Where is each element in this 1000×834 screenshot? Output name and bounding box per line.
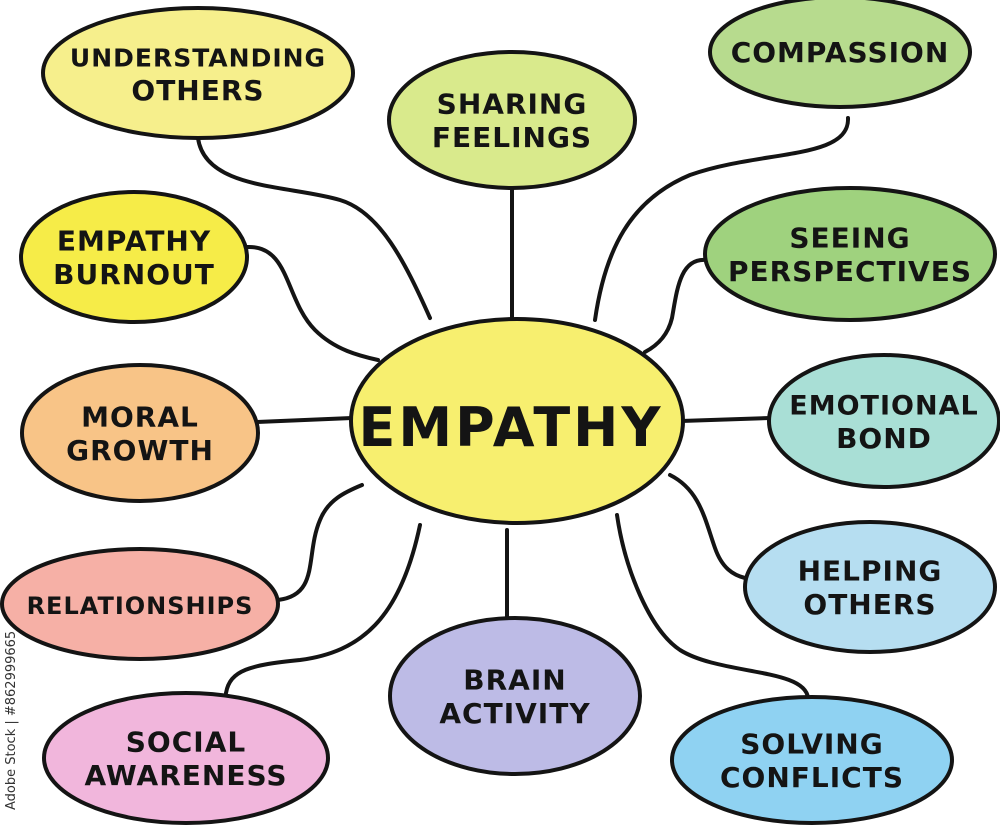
label-sharing-feelings-line-1: SHARING <box>437 87 588 120</box>
bubble-sharing-feelings <box>387 50 637 190</box>
bubble-social-awareness <box>42 691 330 825</box>
connector-relationships <box>276 483 364 602</box>
center-label: EMPATHY <box>359 396 664 459</box>
bubble-emotional-bond <box>767 353 1000 489</box>
bubble-helping-others <box>743 520 997 654</box>
bubble-compassion <box>708 0 972 109</box>
label-empathy-burnout-line-1: EMPATHY <box>57 224 211 257</box>
connector-empathy-burnout <box>245 244 380 362</box>
label-compassion-line-1: COMPASSION <box>731 36 950 69</box>
label-moral-growth-line-1: MORAL <box>81 400 199 433</box>
connector-helping-others <box>668 473 747 580</box>
label-brain-activity-line-2: ACTIVITY <box>439 697 590 730</box>
label-helping-others-line-1: HELPING <box>798 554 943 587</box>
label-solving-conflicts-line-2: CONFLICTS <box>720 761 904 794</box>
bubble-understanding-others <box>41 6 355 140</box>
label-understanding-others-line-1: UNDERSTANDING <box>70 43 326 72</box>
bubble-brain-activity <box>388 616 642 776</box>
connector-solving-conflicts <box>615 513 810 700</box>
label-brain-activity-line-1: BRAIN <box>463 663 566 696</box>
node-relationships: RELATIONSHIPS <box>0 547 280 661</box>
label-seeing-perspectives-line-1: SEEING <box>789 221 910 254</box>
label-social-awareness-line-1: SOCIAL <box>126 725 246 758</box>
connector-emotional-bond <box>679 416 772 423</box>
connector-understanding-others <box>196 136 432 320</box>
node-compassion: COMPASSION <box>708 0 972 109</box>
label-solving-conflicts-line-1: SOLVING <box>740 727 883 760</box>
bubble-moral-growth <box>20 363 260 503</box>
stock-watermark: Adobe Stock | #862999665 <box>4 630 19 810</box>
label-moral-growth-line-2: GROWTH <box>66 434 214 467</box>
connector-compassion <box>593 116 851 322</box>
bubble-solving-conflicts <box>670 695 954 825</box>
connector-moral-growth <box>255 416 354 424</box>
bubble-relationships <box>0 547 280 661</box>
label-emotional-bond-line-2: BOND <box>836 422 932 455</box>
label-sharing-feelings-line-2: FEELINGS <box>432 121 592 154</box>
bubble-empathy-burnout <box>19 190 249 324</box>
center-node: EMPATHY <box>349 317 685 525</box>
label-seeing-perspectives-line-2: PERSPECTIVES <box>728 255 972 288</box>
center-bubble <box>349 317 685 525</box>
label-relationships-line-1: RELATIONSHIPS <box>27 592 254 620</box>
label-social-awareness-line-2: AWARENESS <box>84 759 287 792</box>
connector-layer <box>196 116 851 700</box>
connector-social-awareness <box>224 523 422 695</box>
bubble-seeing-perspectives <box>703 186 997 322</box>
label-understanding-others-line-2: OTHERS <box>131 74 264 107</box>
label-helping-others-line-2: OTHERS <box>803 588 936 621</box>
label-emotional-bond-line-1: EMOTIONAL <box>789 390 978 421</box>
connector-seeing-perspectives <box>643 257 708 354</box>
label-empathy-burnout-line-2: BURNOUT <box>53 258 215 291</box>
